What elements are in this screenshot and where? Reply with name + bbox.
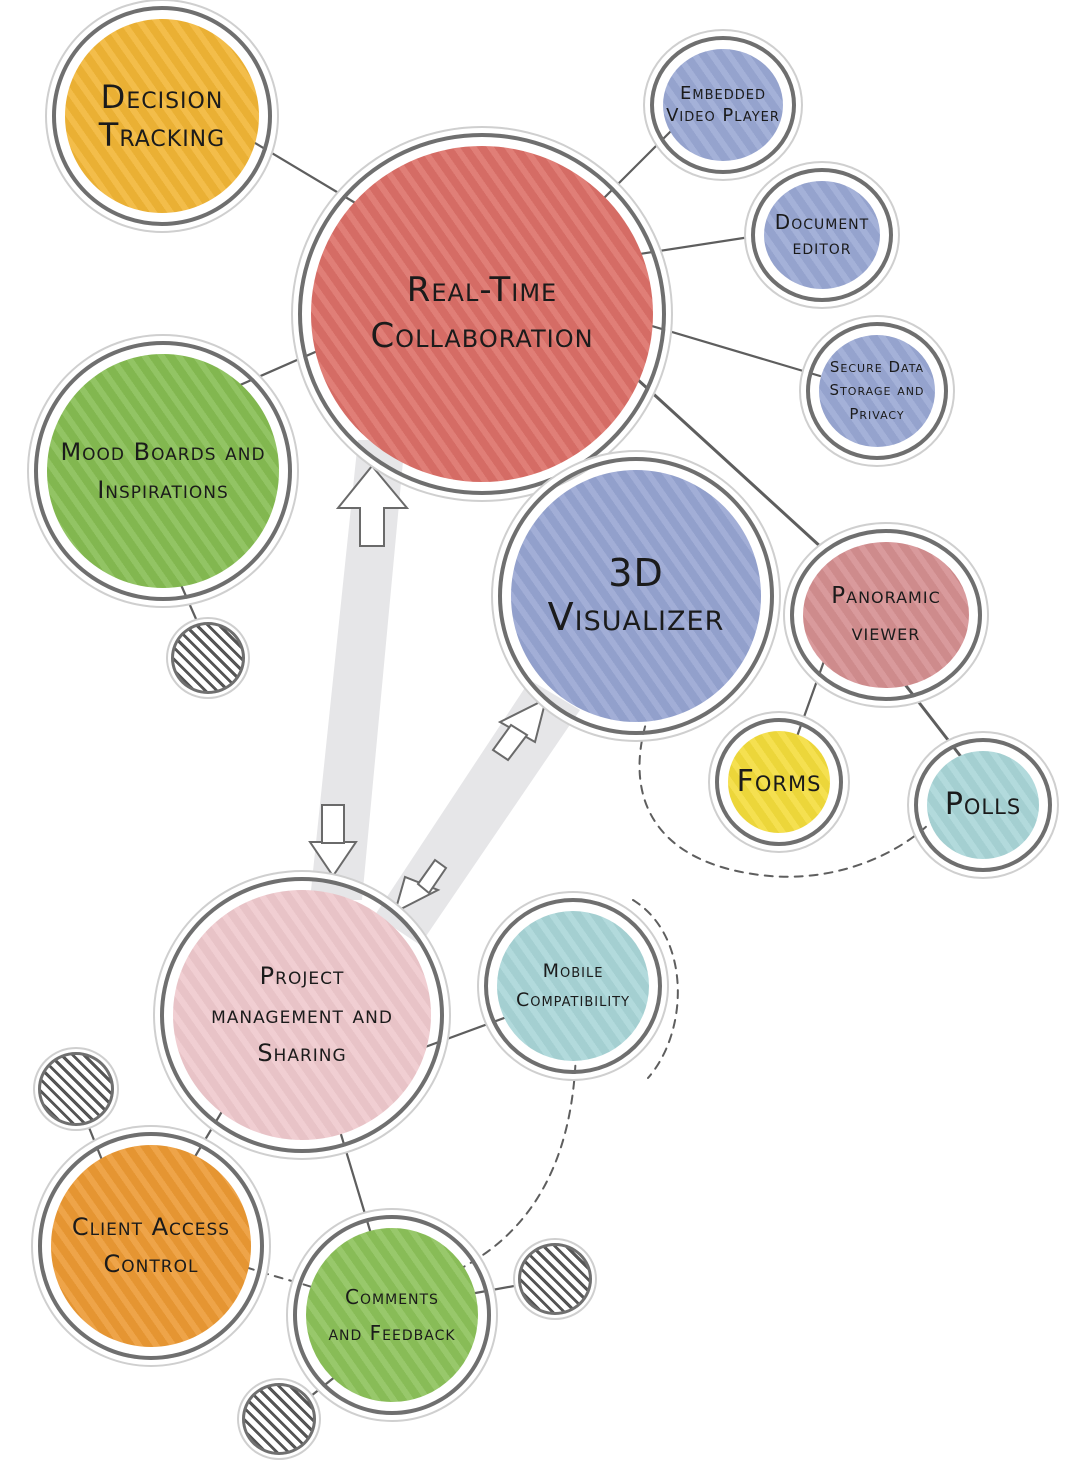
hatched-circle-icon: [518, 1243, 592, 1315]
node-comments-feedback[interactable]: Comments and Feedback: [293, 1215, 491, 1415]
node-label-line: Control: [103, 1250, 199, 1278]
node-mobile-compatibility[interactable]: Mobile Compatibility: [484, 898, 662, 1074]
hatched-circle-icon: [242, 1383, 316, 1455]
connector-panoramic: [623, 366, 824, 550]
node-label-line: Privacy: [849, 404, 905, 423]
node-3d-visualizer[interactable]: 3D Visualizer: [498, 457, 774, 735]
node-label-line: Real-Time: [406, 270, 558, 311]
arrow-up-icon: [335, 464, 410, 547]
node-secure-data-storage[interactable]: Secure Data Storage and Privacy: [806, 322, 948, 460]
node-label-line: viewer: [851, 620, 921, 646]
node-client-access-control[interactable]: Client Access Control: [38, 1132, 264, 1360]
node-label-line: Project: [259, 962, 345, 991]
node-label-line: management and: [211, 1000, 393, 1029]
node-polls[interactable]: Polls: [914, 738, 1052, 872]
node-label-line: Sharing: [257, 1039, 347, 1068]
node-decision-tracking[interactable]: Decision Tracking: [52, 6, 272, 226]
node-label-line: editor: [792, 235, 852, 259]
node-label-line: Collaboration: [370, 316, 594, 356]
node-label-line: Mood Boards and: [60, 437, 266, 466]
node-panoramic-viewer[interactable]: Panoramic viewer: [790, 529, 982, 701]
node-label-line: Panoramic: [831, 583, 941, 610]
hatched-circle-icon: [38, 1052, 114, 1126]
node-label-line: Comments: [345, 1285, 439, 1309]
node-label-line: Compatibility: [515, 989, 631, 1011]
node-project-management[interactable]: Project management and Sharing: [160, 877, 444, 1153]
node-label-line: Forms: [736, 764, 822, 800]
node-label-line: Client Access: [71, 1212, 231, 1241]
node-label-line: Document: [774, 210, 870, 234]
node-label-line: Tracking: [98, 116, 226, 154]
hatched-circle-icon: [171, 622, 245, 694]
node-label-line: Video Player: [666, 105, 780, 126]
node-label-line: 3D: [608, 551, 664, 596]
node-label-line: and Feedback: [328, 1321, 456, 1345]
node-document-editor[interactable]: Document editor: [751, 168, 893, 302]
node-mood-boards[interactable]: Mood Boards and Inspirations: [34, 341, 292, 601]
node-label-line: Embedded: [680, 82, 766, 104]
node-label-line: Visualizer: [547, 595, 725, 639]
node-label-line: Secure Data: [829, 358, 925, 377]
arrow-down-shaft: [321, 804, 345, 844]
node-embedded-video-player[interactable]: Embedded Video Player: [650, 36, 796, 174]
node-label-line: Inspirations: [97, 476, 229, 504]
dashed-visualizer-polls: [638, 697, 936, 878]
node-real-time-collaboration[interactable]: Real-Time Collaboration: [298, 133, 666, 495]
node-label-line: Mobile: [542, 959, 604, 982]
node-forms[interactable]: Forms: [715, 718, 843, 846]
flow-band-collab-project: [310, 440, 405, 900]
dashed-client-comments: [231, 1261, 321, 1291]
node-label-line: Storage and: [829, 381, 925, 400]
node-label-line: Decision: [100, 77, 224, 116]
node-label-line: Polls: [944, 787, 1022, 823]
arrow-down-left-shaft: [416, 858, 448, 895]
arrow-up-right-shaft: [491, 723, 529, 762]
